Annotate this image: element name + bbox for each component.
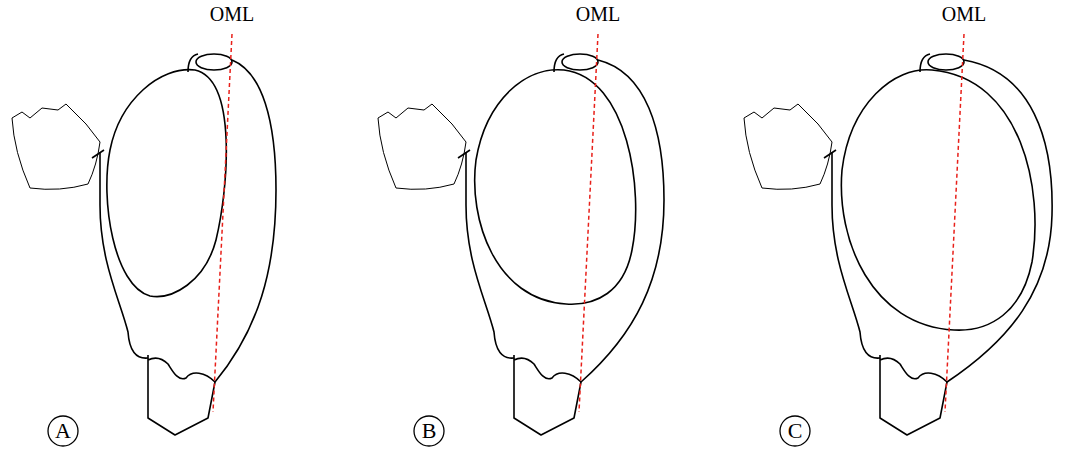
circle-border — [48, 416, 78, 446]
panel-letter-circle: B — [413, 415, 445, 447]
circle-border — [780, 416, 810, 446]
panel-letter: B — [422, 420, 437, 442]
oml-line — [579, 34, 598, 412]
orbit-outline — [475, 70, 636, 305]
panel-letter: A — [55, 420, 71, 442]
outer-right — [215, 60, 276, 382]
line-label: OML — [210, 4, 254, 24]
oml-line — [945, 34, 964, 412]
line-label: OML — [942, 4, 986, 24]
circle-border — [414, 416, 444, 446]
outer-right — [947, 60, 1052, 382]
outer-right — [581, 60, 664, 382]
panel-letter: C — [788, 420, 803, 442]
orbit-outline — [841, 70, 1035, 330]
line-label: OML — [576, 4, 620, 24]
panel-letter-circle: C — [779, 415, 811, 447]
oml-line — [213, 34, 232, 412]
orbit-outline — [107, 70, 226, 297]
panel-letter-circle: A — [47, 415, 79, 447]
